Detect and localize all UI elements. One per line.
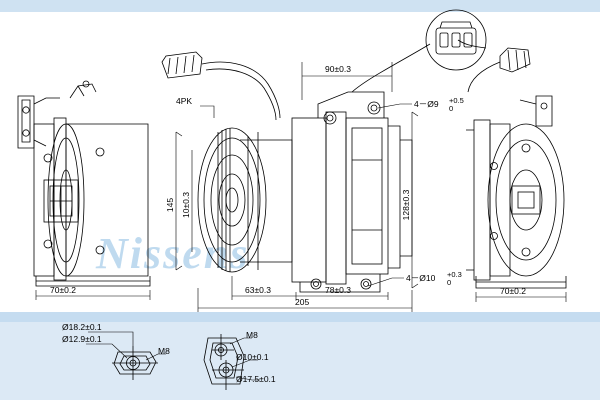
dim-height-145: 145 <box>165 198 175 212</box>
detail-left-d2: Ø12.9±0.1 <box>62 334 102 344</box>
dim-height-tol: 10±0.3 <box>181 192 191 218</box>
connector-callout <box>351 9 531 93</box>
dimension-lines <box>35 62 567 312</box>
right-side-view <box>466 95 567 289</box>
dim-right-height: 128±0.3 <box>401 189 411 220</box>
dim-hole-bottom-right-tol-dn: 0 <box>447 278 451 287</box>
detail-left-thread: M8 <box>158 346 170 356</box>
dim-hole-top-right: 4－Ø9 <box>414 99 439 109</box>
dim-hole-bottom-right-tol-up: +0.3 <box>447 270 462 279</box>
detail-left-d1: Ø18.2±0.1 <box>62 322 102 332</box>
dim-right-span: 78±0.3 <box>325 285 351 295</box>
front-view <box>161 51 413 293</box>
detail-bracket-center <box>203 334 260 390</box>
bottom-color-band <box>0 312 600 400</box>
dim-total-length: 205 <box>295 297 309 307</box>
dim-right-width: 70±0.2 <box>500 286 526 296</box>
dim-mid-span: 63±0.3 <box>245 285 271 295</box>
detail-center-d1: Ø10±0.1 <box>236 352 269 362</box>
dim-left-width: 70±0.2 <box>50 285 76 295</box>
top-color-band <box>0 0 600 12</box>
detail-center-thread: M8 <box>246 330 258 340</box>
dim-hole-top-right-tol-up: +0.5 <box>449 96 464 105</box>
bottom-details-svg: Ø18.2±0.1 Ø12.9±0.1 M8 M8 Ø10±0.1 Ø17.5±… <box>62 322 276 390</box>
detail-center-d2: Ø17.5±0.1 <box>236 374 276 384</box>
left-side-view <box>17 80 151 287</box>
dim-hole-top-right-tol-dn: 0 <box>449 104 453 113</box>
bottom-color-band-accent <box>0 312 600 322</box>
detail-bracket-left <box>86 331 166 380</box>
dim-top-span: 90±0.3 <box>325 64 351 74</box>
dim-hole-bottom-right: 4－Ø10 <box>406 273 436 283</box>
label-4pk: 4PK <box>176 96 192 106</box>
